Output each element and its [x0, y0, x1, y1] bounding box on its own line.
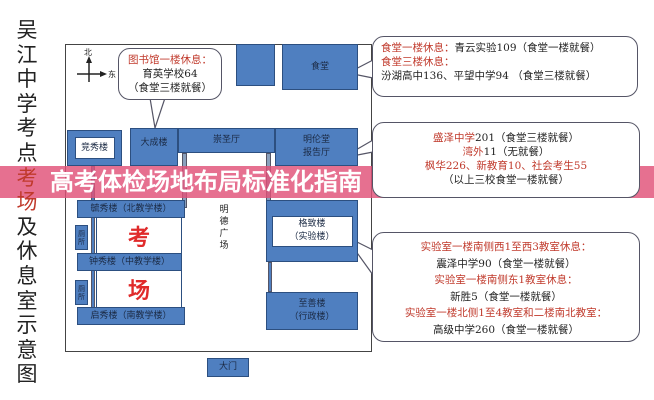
- building-label: 明伦堂: [302, 135, 330, 145]
- building-label: （行政楼）: [289, 312, 335, 322]
- callout-canteen: 食堂一楼休息：青云实验109（食堂一楼就餐） 食堂三楼休息： 汾湖高中136、平…: [372, 36, 638, 97]
- title-char: 考: [16, 165, 38, 190]
- title-char: 学: [16, 91, 38, 116]
- title-char: 休: [16, 239, 38, 264]
- exam-area-north: 考: [96, 218, 182, 253]
- building-unnamed[interactable]: [236, 44, 275, 86]
- callout-text: 育英学校64: [142, 68, 198, 80]
- building-yuxiu[interactable]: 毓秀楼（北教学楼）: [77, 200, 185, 218]
- callout-text: （食堂三楼就餐）: [128, 82, 212, 94]
- callout-lab: 实验室一楼南侧西1至西3教室休息： 震泽中学90（食堂一楼就餐） 实验室一楼南侧…: [372, 232, 640, 342]
- exam-label: 考: [127, 225, 150, 251]
- building-qixiu[interactable]: 启秀楼（南教学楼）: [77, 307, 185, 325]
- building-label: 毓秀楼（北教学楼）: [90, 203, 172, 214]
- callout-text: 青云实验109（食堂一楼就餐）: [454, 42, 601, 54]
- building-label: （实验楼）: [289, 232, 335, 242]
- title-char: 室: [16, 288, 38, 313]
- building-label: 大门: [218, 362, 237, 372]
- callout-text: 震泽中学90（食堂一楼就餐）: [436, 257, 576, 270]
- callout-text: 11（无就餐）: [483, 146, 550, 158]
- callout-minglun: 盛泽中学201（食堂三楼就餐） 湾外11（无就餐） 枫华226、新教育10、社会…: [372, 122, 640, 198]
- callout-heading: 盛泽中学: [432, 132, 475, 144]
- title-char: 及: [16, 214, 38, 239]
- building-label: 崇圣厅: [212, 135, 240, 145]
- corridor: [268, 262, 272, 292]
- plaza-label: 明 德 广 场: [218, 204, 230, 252]
- callout-heading: 实验室一楼北侧1至4教室和二楼南北教室：: [404, 307, 608, 319]
- title-char: 中: [16, 67, 38, 92]
- building-label: 格致楼: [298, 219, 326, 229]
- title-char: 吴: [16, 18, 38, 42]
- toilet-south[interactable]: 厕所: [75, 280, 88, 305]
- title-char: 考: [16, 116, 38, 141]
- building-label: 大成楼: [140, 138, 168, 148]
- callout-heading: 实验室一楼南侧西1至西3教室休息：: [420, 241, 592, 253]
- compass-north-label: 北: [84, 48, 92, 57]
- banner-title: 高考体检场地布局标准化指南: [50, 168, 362, 196]
- vertical-title: 吴 江 中 学 考 点 考 场 及 休 息 室 示 意 图: [10, 18, 44, 387]
- callout-text: 汾湖高中136、平望中学94 （食堂三楼就餐）: [381, 70, 597, 82]
- callout-heading: 湾外: [462, 146, 484, 158]
- title-char: 江: [16, 42, 38, 67]
- callout-heading: 食堂三楼休息：: [381, 56, 455, 68]
- callout-text: 枫华226、新教育10、社会考生55: [424, 160, 588, 172]
- building-chongsheng[interactable]: 崇圣厅: [178, 128, 275, 153]
- building-label: 食堂: [310, 61, 329, 72]
- title-char: 意: [16, 337, 38, 362]
- building-zhishan[interactable]: 至善楼 （行政楼）: [266, 292, 358, 330]
- callout-heading: 食堂一楼休息：: [381, 42, 455, 54]
- building-minglun[interactable]: 明伦堂报告厅: [275, 128, 358, 166]
- callout-heading: 实验室一楼南侧东1教室休息：: [434, 274, 578, 286]
- callout-text: （以上三校食堂一楼就餐）: [443, 174, 569, 186]
- exam-area-south: 场: [96, 271, 182, 307]
- building-dacheng[interactable]: 大成楼: [130, 128, 178, 166]
- building-jingxiu[interactable]: 竞秀楼: [67, 130, 122, 166]
- callout-heading: 图书馆一楼休息：: [128, 54, 212, 66]
- building-label: 竞秀楼: [80, 142, 108, 153]
- plaza-char: 广: [219, 229, 229, 239]
- title-char: 息: [16, 263, 38, 288]
- building-label: 至善楼: [298, 299, 326, 309]
- building-zhongxiu[interactable]: 钟秀楼（中教学楼）: [77, 253, 182, 271]
- building-label: 厕所: [78, 284, 85, 301]
- callout-text: 高级中学260（食堂一楼就餐）: [432, 323, 580, 336]
- building-label: 启秀楼（南教学楼）: [90, 310, 172, 321]
- main-gate[interactable]: 大门: [207, 358, 249, 377]
- callout-text: 201（食堂三楼就餐）: [474, 132, 580, 144]
- building-gezhi[interactable]: 格致楼 （实验楼）: [266, 200, 358, 262]
- plaza-char: 明: [219, 205, 229, 215]
- building-canteen[interactable]: 食堂: [282, 44, 358, 90]
- title-char: 点: [16, 140, 38, 165]
- campus-map-frame: [65, 44, 372, 352]
- title-char: 示: [16, 313, 38, 338]
- toilet-north[interactable]: 厕所: [75, 225, 88, 250]
- plaza-char: 场: [219, 241, 229, 251]
- callout-library: 图书馆一楼休息： 育英学校64 （食堂三楼就餐）: [118, 48, 222, 100]
- building-label: 钟秀楼（中教学楼）: [88, 256, 170, 267]
- building-label: 厕所: [78, 229, 85, 246]
- callout-text: 新胜5（食堂一楼就餐）: [450, 290, 562, 303]
- building-label: 报告厅: [302, 148, 330, 158]
- title-char: 图: [16, 362, 38, 387]
- title-char: 场: [16, 190, 38, 215]
- compass-east-label: 东: [108, 70, 116, 79]
- exam-label: 场: [127, 279, 150, 304]
- compass-icon: [77, 56, 107, 82]
- plaza-char: 德: [219, 217, 229, 227]
